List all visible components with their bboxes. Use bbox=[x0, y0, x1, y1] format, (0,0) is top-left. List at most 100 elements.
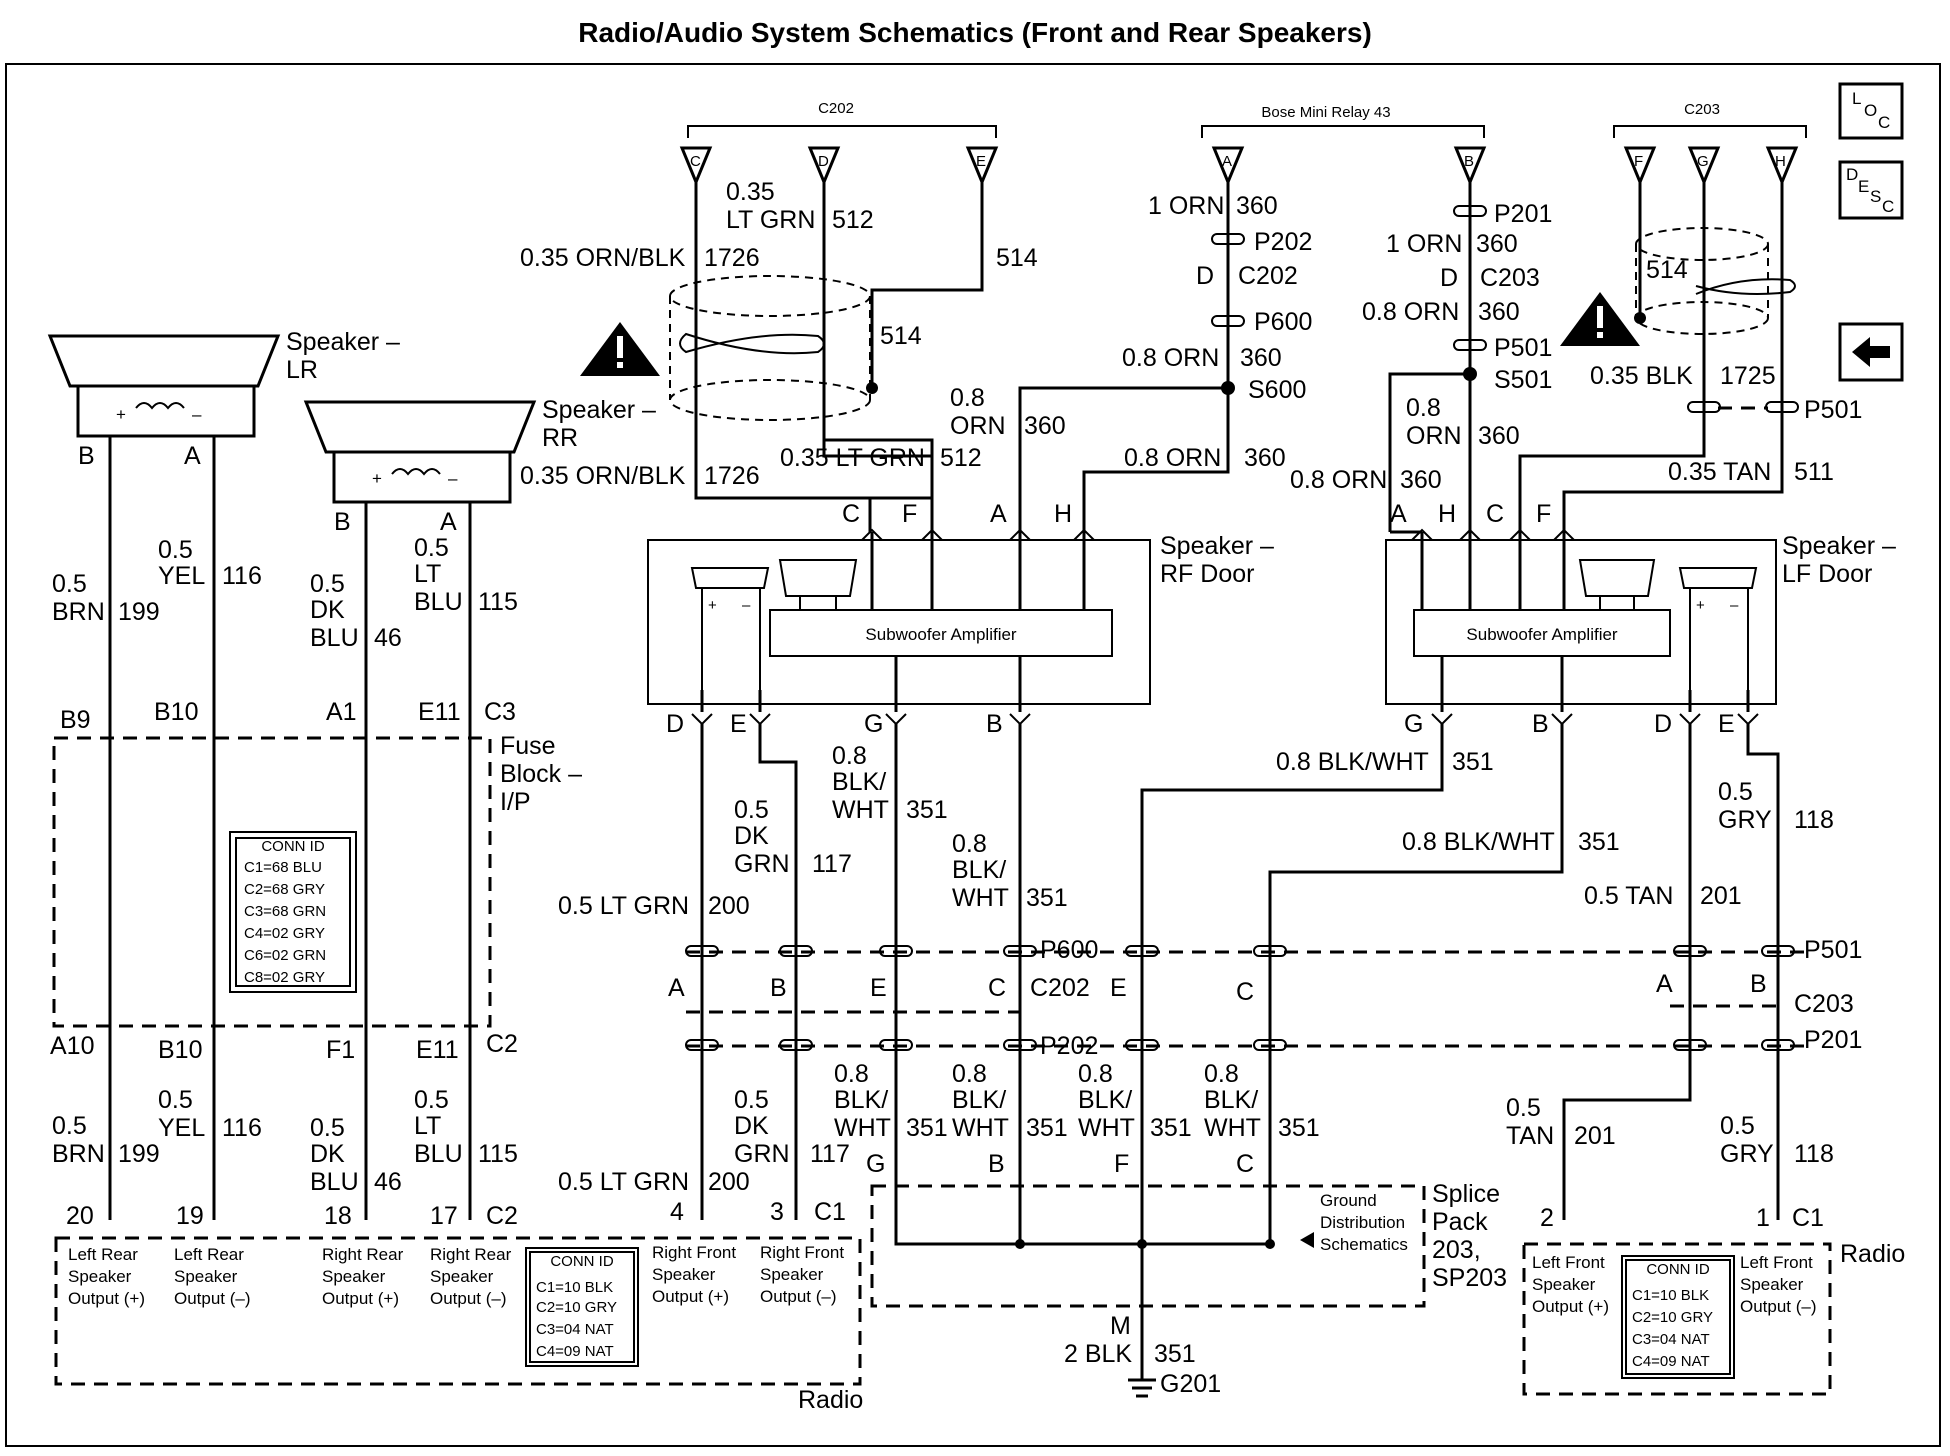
svg-text:E11: E11 bbox=[418, 698, 461, 726]
svg-text:115: 115 bbox=[478, 588, 518, 616]
lf-bottom-pins: G B D E bbox=[1404, 656, 1759, 738]
svg-text:2 BLK: 2 BLK bbox=[1064, 1340, 1132, 1368]
svg-text:360: 360 bbox=[1024, 412, 1066, 440]
svg-text:Speaker –: Speaker – bbox=[286, 328, 400, 356]
svg-text:B: B bbox=[1532, 710, 1549, 738]
svg-text:18: 18 bbox=[324, 1202, 352, 1230]
svg-text:C4=09 NAT: C4=09 NAT bbox=[536, 1343, 614, 1360]
svg-text:0.8 ORN: 0.8 ORN bbox=[1362, 298, 1459, 326]
svg-text:0.35 BLK: 0.35 BLK bbox=[1590, 362, 1693, 390]
svg-text:YEL: YEL bbox=[158, 562, 205, 590]
svg-text:GRN: GRN bbox=[734, 850, 790, 878]
svg-text:0.5: 0.5 bbox=[414, 534, 449, 562]
svg-text:46: 46 bbox=[374, 624, 402, 652]
svg-text:0.8: 0.8 bbox=[1204, 1060, 1239, 1088]
svg-text:0.8: 0.8 bbox=[950, 384, 985, 412]
svg-text:Output (+): Output (+) bbox=[68, 1289, 145, 1308]
svg-text:BLK/: BLK/ bbox=[1204, 1086, 1258, 1114]
svg-text:F: F bbox=[902, 500, 917, 528]
svg-text:C203: C203 bbox=[1794, 990, 1854, 1018]
svg-text:B9: B9 bbox=[60, 706, 91, 734]
svg-text:E: E bbox=[1110, 974, 1127, 1002]
svg-text:Fuse: Fuse bbox=[500, 732, 556, 760]
svg-text:BLK/: BLK/ bbox=[952, 856, 1006, 884]
svg-text:WHT: WHT bbox=[952, 1114, 1009, 1142]
svg-text:A: A bbox=[990, 500, 1007, 528]
svg-text:Left Front: Left Front bbox=[1740, 1253, 1813, 1272]
svg-text:DK: DK bbox=[734, 1112, 769, 1140]
svg-text:351: 351 bbox=[1026, 1114, 1068, 1142]
svg-text:360: 360 bbox=[1400, 466, 1442, 494]
svg-text:116: 116 bbox=[222, 1114, 262, 1142]
svg-text:E: E bbox=[1718, 710, 1735, 738]
svg-text:CONN ID: CONN ID bbox=[1646, 1261, 1710, 1278]
warning-icon-right bbox=[1560, 292, 1640, 346]
svg-text:351: 351 bbox=[1578, 828, 1620, 856]
svg-text:Right Front: Right Front bbox=[760, 1243, 844, 1262]
svg-text:B: B bbox=[986, 710, 1003, 738]
svg-text:–: – bbox=[192, 405, 202, 424]
speaker-lf-door: Subwoofer Amplifier +– bbox=[1385, 539, 1777, 705]
svg-text:118: 118 bbox=[1794, 1140, 1834, 1168]
svg-text:0.5 TAN: 0.5 TAN bbox=[1584, 882, 1673, 910]
svg-text:46: 46 bbox=[374, 1168, 402, 1196]
inline-p202 bbox=[1211, 233, 1245, 245]
inline-connector-row-p202 bbox=[685, 1039, 1795, 1051]
svg-text:C3=04 NAT: C3=04 NAT bbox=[536, 1321, 614, 1338]
svg-text:0.5: 0.5 bbox=[158, 536, 193, 564]
svg-text:O: O bbox=[1864, 101, 1877, 120]
svg-text:G: G bbox=[864, 710, 883, 738]
svg-text:C1: C1 bbox=[814, 1198, 846, 1226]
svg-text:Left Rear: Left Rear bbox=[68, 1245, 138, 1264]
back-button[interactable] bbox=[1838, 322, 1904, 382]
svg-text:BLK/: BLK/ bbox=[832, 768, 886, 796]
svg-text:0.8 ORN: 0.8 ORN bbox=[1290, 466, 1387, 494]
svg-text:WHT: WHT bbox=[1204, 1114, 1261, 1142]
svg-text:Speaker: Speaker bbox=[1532, 1275, 1596, 1294]
svg-text:4: 4 bbox=[670, 1198, 684, 1226]
svg-text:P501: P501 bbox=[1804, 396, 1862, 424]
page-title: Radio/Audio System Schematics (Front and… bbox=[578, 17, 1372, 48]
svg-text:0.5: 0.5 bbox=[158, 1086, 193, 1114]
speaker-lr: +– bbox=[47, 334, 281, 438]
svg-text:P600: P600 bbox=[1254, 308, 1312, 336]
svg-text:A: A bbox=[184, 442, 201, 470]
svg-text:0.5 LT GRN: 0.5 LT GRN bbox=[558, 892, 689, 920]
svg-text:0.8 ORN: 0.8 ORN bbox=[1122, 344, 1219, 372]
svg-text:A: A bbox=[1222, 153, 1232, 170]
svg-text:117: 117 bbox=[812, 850, 852, 878]
svg-text:0.35 TAN: 0.35 TAN bbox=[1668, 458, 1771, 486]
svg-text:LT: LT bbox=[414, 1112, 441, 1140]
svg-text:F: F bbox=[1634, 153, 1643, 170]
svg-text:0.35 LT GRN: 0.35 LT GRN bbox=[780, 444, 925, 472]
subwoofer-amplifier-label-lf: Subwoofer Amplifier bbox=[1466, 625, 1618, 644]
svg-text:Radio: Radio bbox=[1840, 1240, 1905, 1268]
svg-text:C6=02 GRN: C6=02 GRN bbox=[244, 947, 326, 964]
svg-text:1: 1 bbox=[1756, 1204, 1770, 1232]
svg-text:0.8: 0.8 bbox=[1078, 1060, 1113, 1088]
svg-text:C: C bbox=[1236, 978, 1254, 1006]
svg-text:E: E bbox=[1858, 177, 1869, 196]
svg-text:Speaker: Speaker bbox=[1740, 1275, 1804, 1294]
svg-text:351: 351 bbox=[1278, 1114, 1320, 1142]
svg-text:DK: DK bbox=[310, 1140, 345, 1168]
svg-text:Schematics: Schematics bbox=[1320, 1235, 1408, 1254]
svg-text:C2: C2 bbox=[486, 1202, 518, 1230]
radio-module-right bbox=[1522, 1242, 1832, 1396]
svg-text:Radio: Radio bbox=[798, 1386, 863, 1414]
svg-text:351: 351 bbox=[906, 796, 948, 824]
svg-text:351: 351 bbox=[1154, 1340, 1196, 1368]
svg-text:C1: C1 bbox=[1792, 1204, 1824, 1232]
svg-text:0.8: 0.8 bbox=[834, 1060, 869, 1088]
svg-text:Splice: Splice bbox=[1432, 1180, 1500, 1208]
svg-text:BLU: BLU bbox=[414, 588, 463, 616]
svg-text:GRN: GRN bbox=[734, 1140, 790, 1168]
loc-button[interactable]: LOC bbox=[1838, 82, 1904, 140]
svg-text:115: 115 bbox=[478, 1140, 518, 1168]
svg-text:351: 351 bbox=[1150, 1114, 1192, 1142]
svg-text:BLU: BLU bbox=[414, 1140, 463, 1168]
rf-top-pins: C F A H bbox=[696, 496, 1095, 610]
svg-text:B: B bbox=[1464, 153, 1474, 170]
svg-text:200: 200 bbox=[708, 892, 750, 920]
